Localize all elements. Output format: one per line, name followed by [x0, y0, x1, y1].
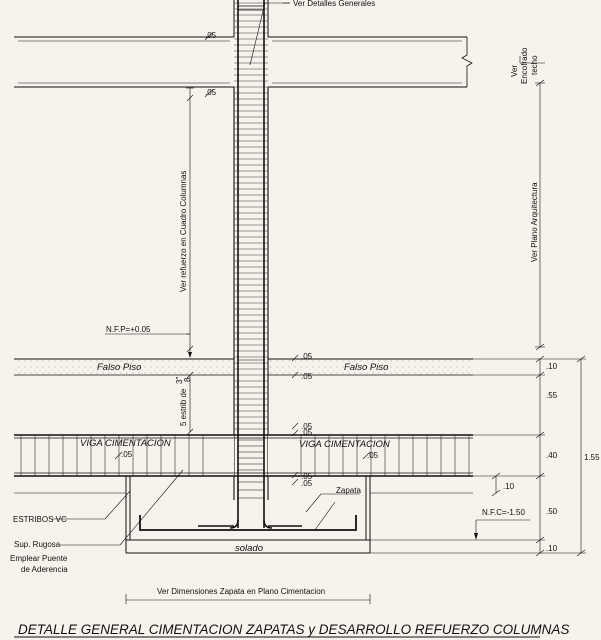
- label-falso-piso-right: Falso Piso: [344, 362, 388, 373]
- label-zapata: Zapata: [336, 486, 361, 495]
- floor-structure: [14, 358, 473, 435]
- label-estrib-num: 3": [175, 377, 184, 384]
- label-sup-rugosa: Sup. Rugosa: [14, 540, 61, 549]
- dim-seg-10-top: .10: [546, 362, 558, 371]
- dim-cover-beam-left: .05: [121, 450, 133, 459]
- label-estrib-den: 8: [183, 377, 192, 382]
- label-solado: solado: [235, 543, 263, 554]
- dim-cover-floor-top: .05: [301, 352, 313, 361]
- label-ver-detalles-generales: Ver Detalles Generales: [293, 0, 375, 8]
- label-de-aderencia: de Aderencia: [21, 565, 68, 574]
- bottom-dimension: [125, 594, 371, 604]
- label-emplear-puente: Emplear Puente: [10, 554, 68, 563]
- label-ver-encofrado-1: Ver: [510, 65, 519, 77]
- dim-seg-55: .55: [546, 391, 558, 400]
- label-falso-piso-left: Falso Piso: [97, 362, 141, 373]
- label-estrib: 5 estrib de: [179, 388, 188, 426]
- right-annotations: [305, 56, 586, 557]
- label-estribos-vc: ESTRIBOS VC: [13, 515, 67, 524]
- label-ver-refuerzo: Ver refuerzo en Cuadro Columnas: [179, 171, 188, 292]
- left-annotations: [52, 87, 194, 546]
- dim-cover-beam-bottom-1: .05: [301, 472, 313, 481]
- dim-cover-slab-bottom: .05: [205, 88, 217, 97]
- dim-cover-beam-top-1: .05: [301, 422, 313, 431]
- dim-cover-floor-bottom: .05: [301, 372, 313, 381]
- label-ver-encofrado-3: techo: [530, 55, 539, 75]
- top-leader: [249, 2, 290, 66]
- label-ver-dimensiones: Ver Dimensiones Zapata en Plano Cimentac…: [157, 587, 325, 596]
- drawing-title: DETALLE GENERAL CIMENTACION ZAPATAS y DE…: [18, 622, 569, 637]
- dim-seg-40: .40: [546, 451, 558, 460]
- cover-ticks: [204, 32, 299, 486]
- dim-cover-beam-right: .05: [367, 451, 379, 460]
- footing-structure: [14, 476, 473, 554]
- label-ver-encofrado-2: Encofrado: [520, 47, 529, 84]
- column-structure: [233, 0, 269, 528]
- label-viga-left: VIGA CIMENTACION: [80, 438, 171, 449]
- foundation-beam: [14, 434, 473, 477]
- dim-seg-10-bottom: .10: [546, 544, 558, 553]
- dim-cover-beam-top-2: .05: [301, 428, 313, 437]
- label-viga-right: VIGA CIMENTACION: [299, 439, 390, 450]
- label-nfc: N.F.C=-1.50: [482, 508, 525, 517]
- column-tie-marks: [238, 359, 264, 499]
- dim-total: 1.55: [584, 453, 600, 462]
- dim-cover-slab-top: .05: [205, 31, 217, 40]
- dim-cover-beam-bottom-2: .05: [301, 479, 313, 488]
- label-ver-plano-arquitectura: Ver Plano Arquitectura: [530, 182, 539, 262]
- dim-step-10: .10: [503, 482, 515, 491]
- dim-seg-50: .50: [546, 507, 558, 516]
- label-nfp: N.F.P=+0.05: [106, 325, 151, 334]
